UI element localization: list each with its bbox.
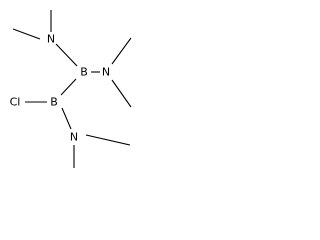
bond-b1-b2 bbox=[60, 78, 77, 96]
bond-n3-methyl-right bbox=[85, 134, 131, 146]
atom-label-cl: Cl bbox=[10, 96, 21, 109]
atom-b2: B bbox=[50, 96, 58, 109]
bond-n2-methyl-bottom bbox=[111, 79, 132, 108]
atom-label-n2: N bbox=[102, 66, 110, 79]
atom-label-n3: N bbox=[70, 131, 78, 144]
bond-group bbox=[12, 10, 132, 168]
atom-label-n1: N bbox=[47, 33, 55, 46]
bond-n2-methyl-top bbox=[111, 37, 132, 65]
atom-label-b2: B bbox=[50, 96, 58, 109]
bond-n1-b1 bbox=[55, 43, 78, 67]
atom-cl: Cl bbox=[10, 96, 21, 109]
atom-n2: N bbox=[102, 66, 110, 79]
atom-b1: B bbox=[80, 66, 88, 79]
atom-n3: N bbox=[70, 131, 78, 144]
bond-n1-methyl-left bbox=[12, 28, 41, 40]
bond-b2-n3 bbox=[61, 107, 72, 130]
atom-label-b1: B bbox=[80, 66, 88, 79]
chemical-structure-diagram: N B N B Cl N bbox=[10, 10, 132, 168]
atom-n1: N bbox=[47, 33, 55, 46]
